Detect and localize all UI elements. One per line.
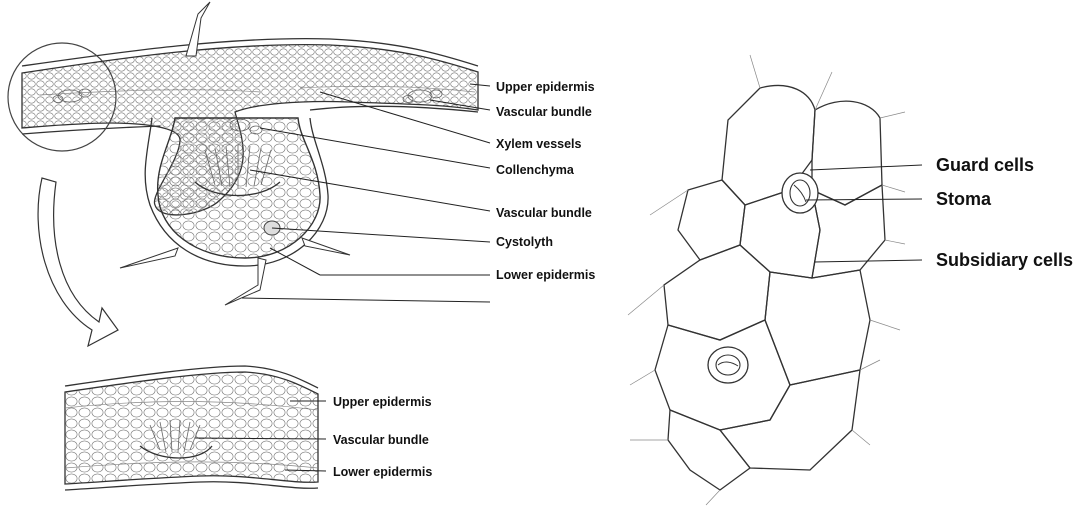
label-lamina-vascular-bundle: Vascular bundle (333, 433, 429, 447)
midrib-cross-section (8, 2, 478, 346)
trichome-right (302, 238, 350, 255)
stoma-upper (782, 173, 818, 213)
lamina-body (65, 372, 318, 484)
label-guard-cells: Guard cells (936, 155, 1034, 175)
stomata-leaders (806, 165, 922, 262)
stomata-label-group: Guard cells Stoma Subsidiary cells (936, 155, 1073, 270)
label-stoma: Stoma (936, 189, 992, 209)
lamina-label-group: Upper epidermis Vascular bundle Lower ep… (333, 395, 432, 479)
label-vascular-bundle: Vascular bundle (496, 105, 592, 119)
lamina-cross-section (65, 366, 318, 490)
label-cystolyth: Cystolyth (496, 235, 553, 249)
label-lamina-lower-epidermis: Lower epidermis (333, 465, 432, 479)
label-lamina-upper-epidermis: Upper epidermis (333, 395, 432, 409)
label-vascular-bundle-midrib: Vascular bundle (496, 206, 592, 220)
magnification-arrow (38, 178, 118, 346)
midrib-bulge (158, 118, 320, 258)
midrib-label-group: Upper epidermis Vascular bundle Xylem ve… (496, 80, 595, 282)
label-lower-epidermis: Lower epidermis (496, 268, 595, 282)
stoma-lower (708, 347, 748, 383)
trichome-top (186, 2, 210, 56)
stomata-surface-view (628, 55, 905, 505)
label-xylem-vessels: Xylem vessels (496, 137, 582, 151)
label-upper-epidermis: Upper epidermis (496, 80, 595, 94)
label-subsidiary-cells: Subsidiary cells (936, 250, 1073, 270)
label-collenchyma: Collenchyma (496, 163, 575, 177)
trichome-left (120, 248, 178, 268)
